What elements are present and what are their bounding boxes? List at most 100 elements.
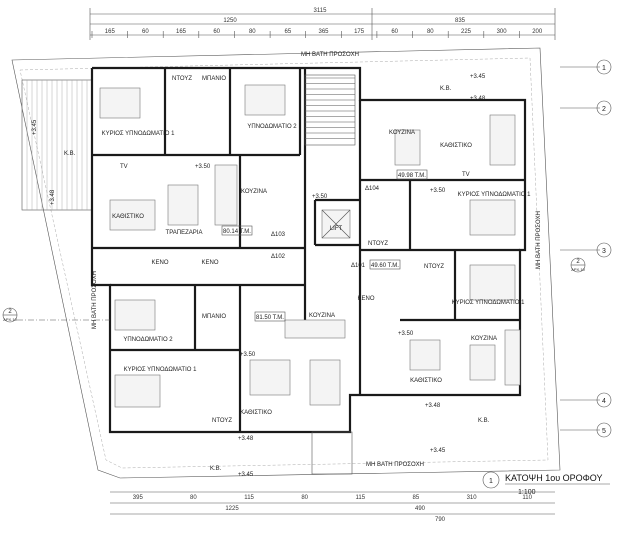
room-label: ΚΥΡΙΟΣ ΥΠΝΟΔΩΜΑΤΙΟ 1: [124, 367, 198, 373]
bed-1: [99, 87, 141, 119]
level-markers: Κ.Β. +3.45 +3.48 Κ.Β. +3.45 +3.48 +3.50 …: [32, 74, 490, 478]
kb-label: Κ.Β.: [64, 151, 76, 157]
dim-bottom-segment: 395: [133, 495, 144, 501]
unit-tag-104: Δ104: [365, 186, 380, 192]
dim-bottom-segment: 80: [301, 495, 308, 501]
grid-label-4: 4: [602, 398, 606, 405]
sofa-1: [109, 199, 156, 231]
unit-tag-103: Δ103: [271, 232, 286, 238]
room-label: ΝΤΟΥΖ: [212, 418, 232, 424]
unit-areas: 80.14 Τ.Μ. Δ103 81.50 Τ.Μ. Δ102 49.98 Τ.…: [221, 169, 428, 322]
room-label: ΚΟΥΖΙΝΑ: [389, 130, 415, 136]
dim-bottom-total: 790: [435, 517, 446, 523]
room-label: ΜΠΑΝΙΟ: [202, 314, 226, 320]
section-number: 2: [8, 309, 12, 315]
dim-bottom: 490: [415, 506, 426, 512]
sofa-2: [249, 359, 291, 396]
dim-top-segment: 65: [285, 29, 292, 35]
kb-label: Κ.Β.: [440, 86, 452, 92]
tv-label: TV: [120, 164, 128, 170]
grid-lines: 1 2 3 4 5: [560, 59, 612, 438]
dim-top-segment: 165: [176, 29, 187, 35]
bed-5: [469, 199, 516, 236]
dim-top-segment: 60: [213, 29, 220, 35]
room-label: ΚΟΥΖΙΝΑ: [309, 313, 335, 319]
level-label: +3.48: [425, 403, 441, 409]
room-label: ΝΤΟΥΖ: [368, 241, 388, 247]
plan-scale: 1:100: [518, 489, 536, 496]
plan-title: ΚΑΤΟΨΗ 1ου ΟΡΟΦΟΥ: [505, 473, 603, 483]
kitchen-counter-2: [284, 319, 346, 339]
dining-table-3: [394, 129, 421, 166]
sofa-4: [409, 339, 441, 371]
room-label: ΚΕΝΟ: [151, 260, 168, 266]
road-label-bottom: ΜΗ ΒΑΤΗ ΠΡΟΣΟΧΗ: [366, 462, 424, 468]
balcony-boundary: [19, 57, 549, 469]
room-label: LIFT: [330, 226, 343, 232]
grid-bubble-3: [596, 242, 612, 258]
dim-top-segment: 200: [532, 29, 543, 35]
level-label: +3.45: [32, 119, 38, 135]
entry-box: [311, 431, 353, 475]
grid-label-2: 2: [602, 106, 606, 113]
dim-top-segment: 175: [354, 29, 365, 35]
area-102: 81.50 Τ.Μ.: [256, 315, 284, 321]
grid-bubble-5: [596, 422, 612, 438]
section-number: 2: [576, 259, 580, 265]
room-label: ΚΕΝΟ: [357, 296, 374, 302]
level-label: +3.48: [238, 436, 254, 442]
level-label: +3.50: [398, 331, 414, 337]
room-label: ΥΠΝΟΔΩΜΑΤΙΟ 2: [247, 124, 297, 130]
dim-bottom: 1225: [225, 506, 239, 512]
level-label: +3.50: [195, 164, 211, 170]
kitchen-counter-4: [504, 329, 521, 386]
room-label: ΝΤΟΥΖ: [172, 76, 192, 82]
level-label: +3.45: [470, 74, 486, 80]
kitchen-counter-1: [214, 164, 238, 226]
bed-2: [244, 84, 286, 116]
dining-table-1: [167, 184, 199, 226]
bed-6: [469, 264, 516, 301]
section-ref: ΑΡΧ.10: [3, 317, 17, 322]
dim-top-segment: 60: [391, 29, 398, 35]
dim-top-segment: 365: [318, 29, 329, 35]
level-label: +3.48: [470, 96, 486, 102]
sofa-3: [489, 114, 516, 166]
dim-bottom-segment: 115: [356, 495, 366, 501]
left-balcony-hatch: [21, 79, 93, 211]
room-label: ΚΑΘΙΣΤΙΚΟ: [240, 410, 272, 416]
dim-top-segment: 80: [249, 29, 256, 35]
grid-label-5: 5: [602, 428, 606, 435]
room-label: ΚΑΘΙΣΤΙΚΟ: [440, 143, 472, 149]
room-label: ΚΕΝΟ: [201, 260, 218, 266]
dim-top-segment: 300: [497, 29, 508, 35]
dim-top-segment: 80: [427, 29, 434, 35]
road-label-left: ΜΗ ΒΑΤΗ ΠΡΟΣΟΧΗ: [92, 271, 98, 329]
dim-top-left: 1250: [223, 18, 237, 24]
room-label: ΚΥΡΙΟΣ ΥΠΝΟΔΩΜΑΤΙΟ 1: [102, 131, 176, 137]
grid-bubble-2: [596, 100, 612, 116]
level-label: +3.45: [430, 448, 446, 454]
sheet-number: 1: [489, 478, 493, 485]
furniture: [99, 84, 521, 408]
room-label: ΚΟΥΖΙΝΑ: [471, 336, 497, 342]
level-label: +3.45: [238, 472, 254, 478]
staircase: [304, 74, 356, 146]
level-label: +3.50: [312, 194, 328, 200]
room-label: ΚΥΡΙΟΣ ΥΠΝΟΔΩΜΑΤΙΟ 1: [458, 192, 532, 198]
dim-top-segment: 165: [105, 29, 116, 35]
room-labels: ΚΥΡΙΟΣ ΥΠΝΟΔΩΜΑΤΙΟ 1 ΝΤΟΥΖ ΜΠΑΝΙΟ ΥΠΝΟΔΩ…: [102, 76, 532, 424]
dim-top-right: 835: [455, 18, 466, 24]
area-104: 49.98 Τ.Μ.: [398, 173, 426, 179]
room-label: ΚΑΘΙΣΤΙΚΟ: [410, 378, 442, 384]
level-label: +3.50: [240, 352, 256, 358]
grid-bubble-1: [596, 59, 612, 75]
dim-top-segment: 60: [142, 29, 149, 35]
unit-tag-101: Δ101: [351, 263, 366, 269]
bed-4: [114, 374, 161, 408]
title-block: 1 ΚΑΤΟΨΗ 1ου ΟΡΟΦΟΥ 1:100: [482, 471, 610, 496]
tv-label: TV: [462, 172, 470, 178]
